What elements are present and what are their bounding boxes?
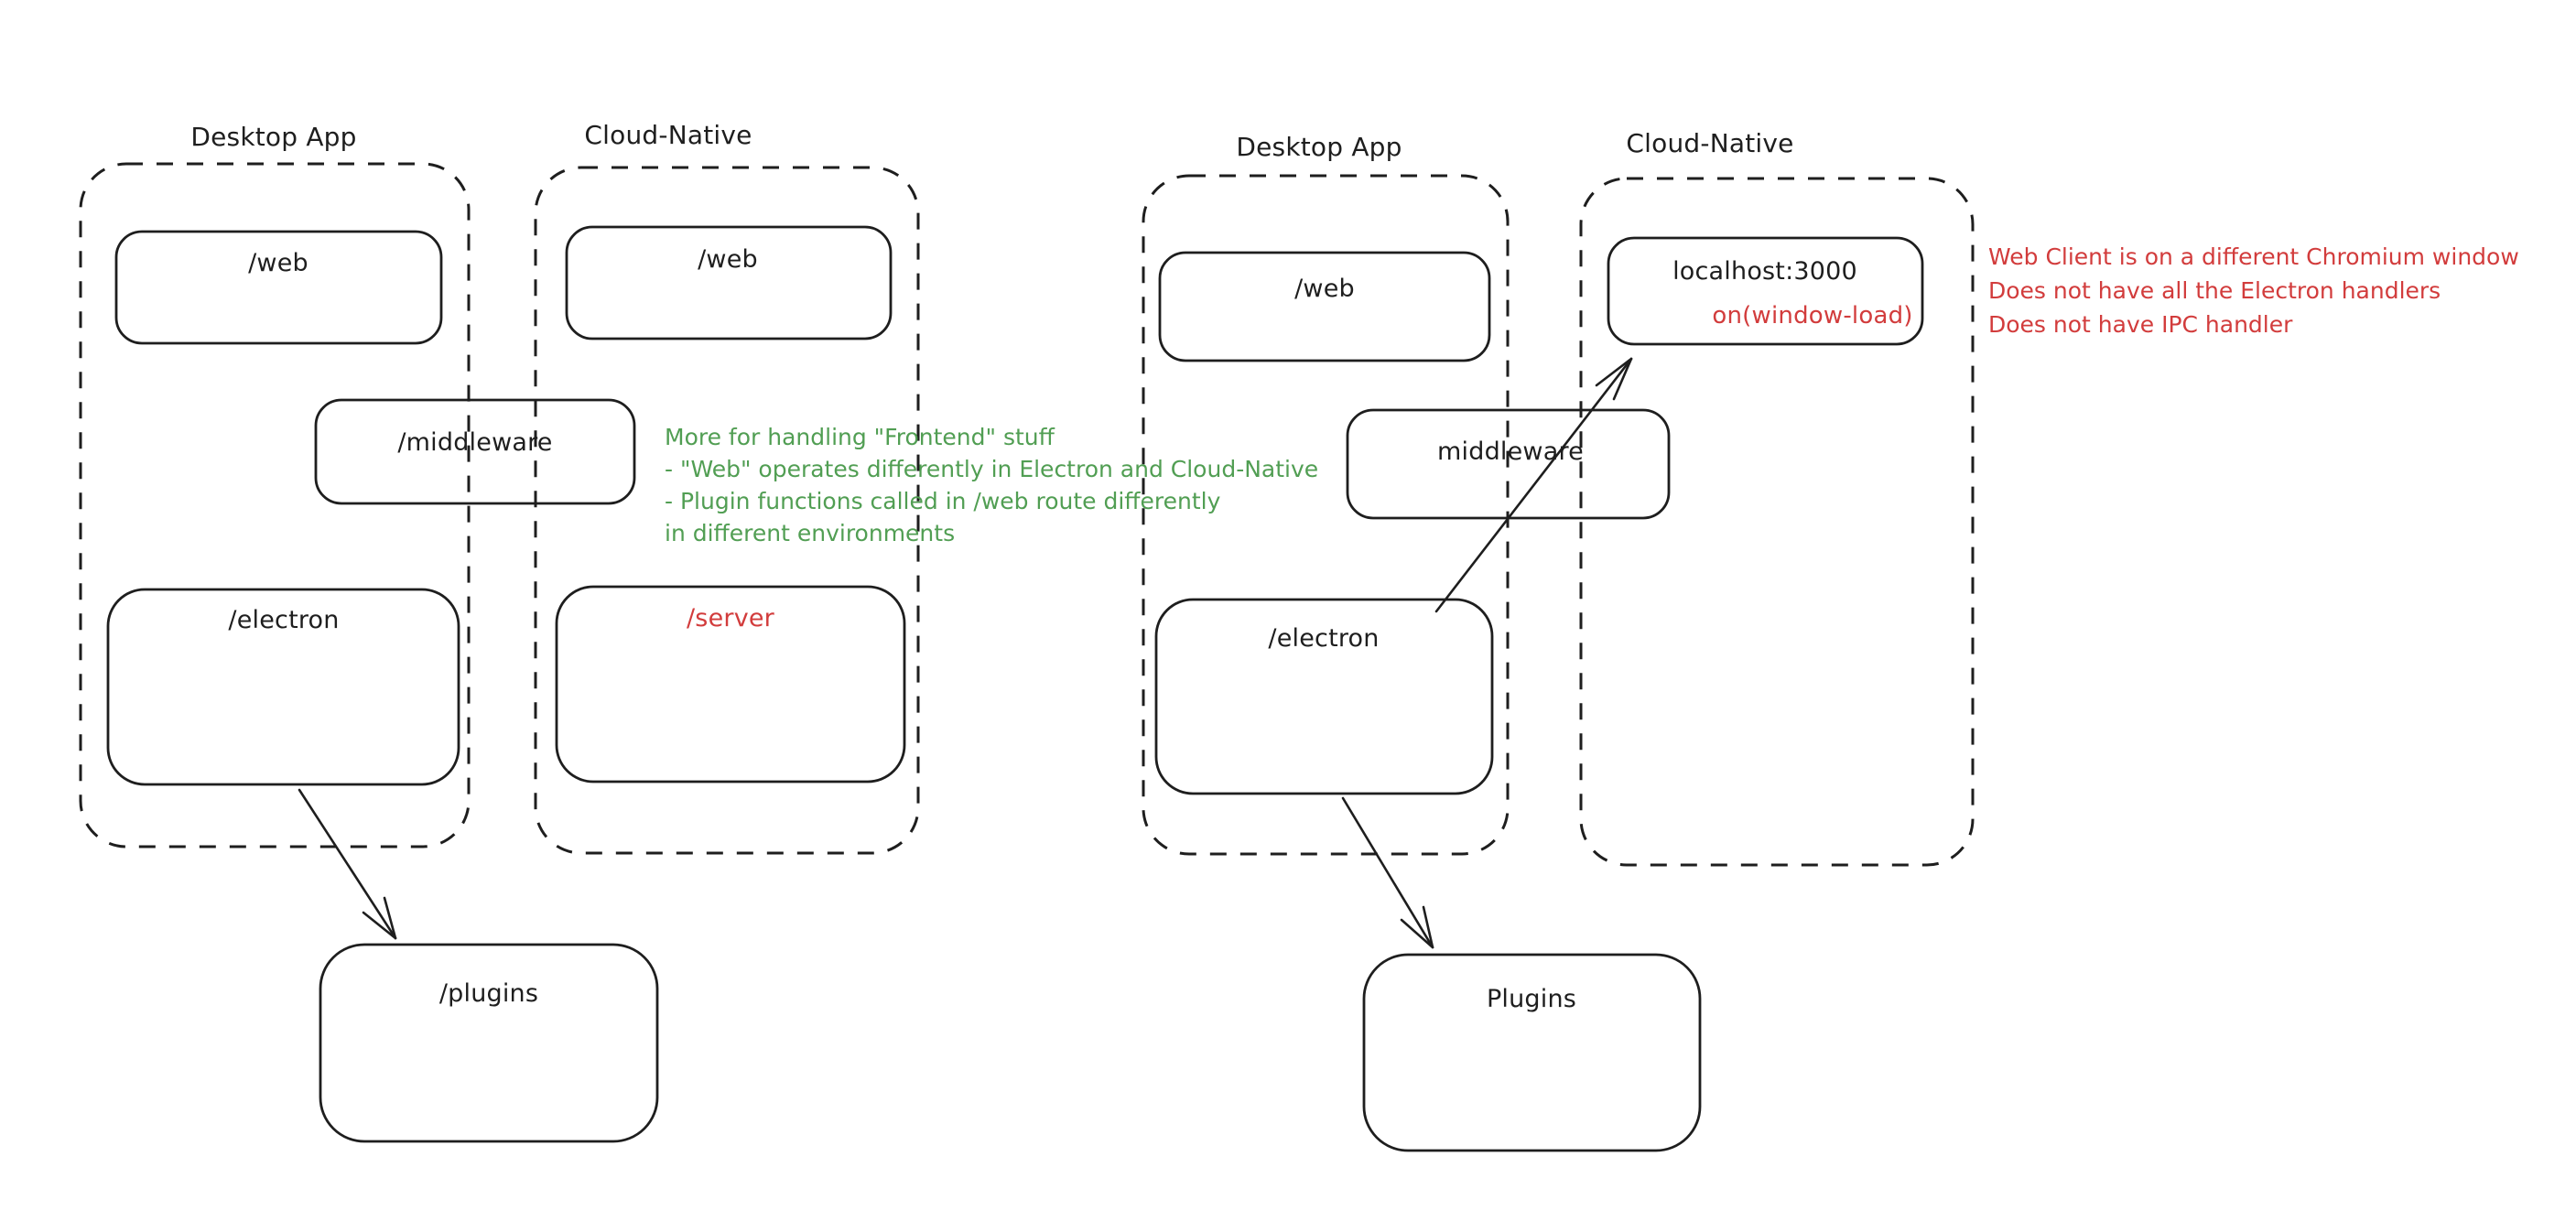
- right-desktop-app-label: Desktop App: [1236, 132, 1402, 162]
- middleware-note-line-3: - Plugin functions called in /web route …: [665, 488, 1221, 514]
- web-client-note-line-1: Web Client is on a different Chromium wi…: [1988, 243, 2519, 270]
- left-cloud-native-label: Cloud-Native: [584, 120, 752, 150]
- left-web-box: [114, 230, 443, 345]
- right-web-box: [1158, 251, 1491, 362]
- web-client-note: Web Client is on a different Chromium wi…: [1988, 240, 2519, 341]
- right-desktop-app-container: [1142, 174, 1510, 856]
- right-cloud-native-container: [1579, 177, 1975, 867]
- left-web-label: /web: [248, 249, 308, 277]
- right-plugins-label: Plugins: [1486, 985, 1577, 1013]
- web-client-note-line-3: Does not have IPC handler: [1988, 311, 2293, 338]
- middleware-note-line-2: - "Web" operates differently in Electron…: [665, 456, 1319, 482]
- window-load-label: on(window-load): [1712, 302, 1913, 330]
- right-electron-label: /electron: [1268, 624, 1380, 653]
- left-cloud-web-box: [565, 225, 893, 340]
- left-cloud-web-label: /web: [698, 245, 758, 274]
- left-electron-box: [106, 588, 460, 786]
- electron-to-plugins-arrow-left: [298, 788, 397, 940]
- server-label: /server: [687, 604, 774, 632]
- electron-to-localhost-arrow: [1434, 357, 1633, 613]
- localhost-label: localhost:3000: [1672, 257, 1857, 286]
- left-middleware-box: [314, 398, 636, 505]
- middleware-note: More for handling "Frontend" stuff - "We…: [665, 421, 1318, 549]
- web-client-note-line-2: Does not have all the Electron handlers: [1988, 277, 2441, 304]
- right-cloud-native-label: Cloud-Native: [1626, 128, 1794, 158]
- electron-to-plugins-arrow-right: [1341, 796, 1434, 949]
- middleware-note-line-4: in different environments: [665, 520, 956, 546]
- left-electron-label: /electron: [228, 606, 340, 634]
- right-middleware-label: middleware: [1437, 438, 1584, 466]
- left-plugins-label: /plugins: [438, 979, 539, 1008]
- right-plugins-box: [1362, 953, 1702, 1152]
- server-box: [555, 585, 906, 784]
- left-desktop-app-container: [79, 162, 471, 848]
- right-web-label: /web: [1294, 275, 1355, 303]
- left-plugins-box: [319, 943, 659, 1143]
- localhost-box: [1607, 236, 1924, 346]
- right-electron-box: [1154, 598, 1494, 795]
- middleware-note-line-1: More for handling "Frontend" stuff: [665, 424, 1055, 450]
- left-desktop-app-label: Desktop App: [190, 122, 357, 152]
- left-middleware-label: /middleware: [397, 428, 553, 457]
